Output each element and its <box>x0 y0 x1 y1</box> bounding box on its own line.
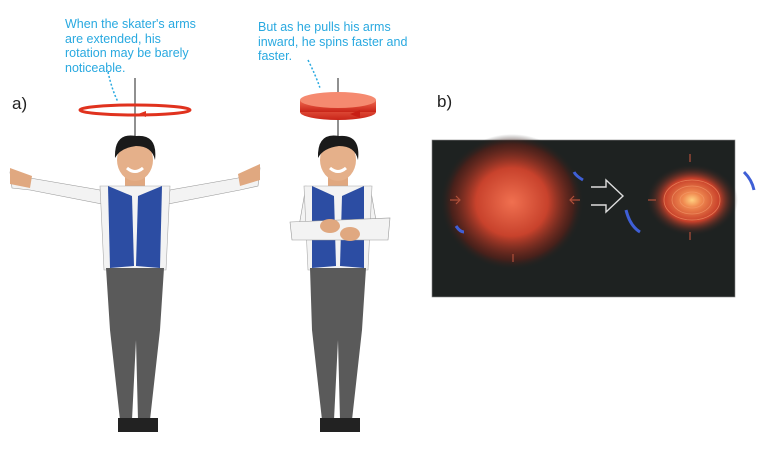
fast-rotation-ring <box>300 78 376 140</box>
spin-arrow-icon <box>454 170 756 234</box>
transition-arrow-icon <box>591 178 625 214</box>
caption-arms-extended: When the skater's arms are extended, his… <box>65 17 196 75</box>
compact-spinning-disk <box>646 164 738 236</box>
caption-arms-pulled: But as he pulls his arms inward, he spin… <box>258 20 408 63</box>
inward-arrows <box>450 154 691 262</box>
nebula-collapse-panel <box>431 134 756 298</box>
skater-arms-pulled-in <box>289 135 391 432</box>
disk-rings <box>663 179 721 221</box>
panel-b-label: b) <box>437 92 453 111</box>
skater-arms-extended <box>9 135 261 432</box>
slow-rotation-ring <box>78 78 192 140</box>
diffuse-cloud <box>440 134 584 270</box>
pointer-arrow-2 <box>307 59 321 89</box>
panel-a-label: a) <box>12 94 28 113</box>
pointer-arrow-1 <box>107 71 119 103</box>
